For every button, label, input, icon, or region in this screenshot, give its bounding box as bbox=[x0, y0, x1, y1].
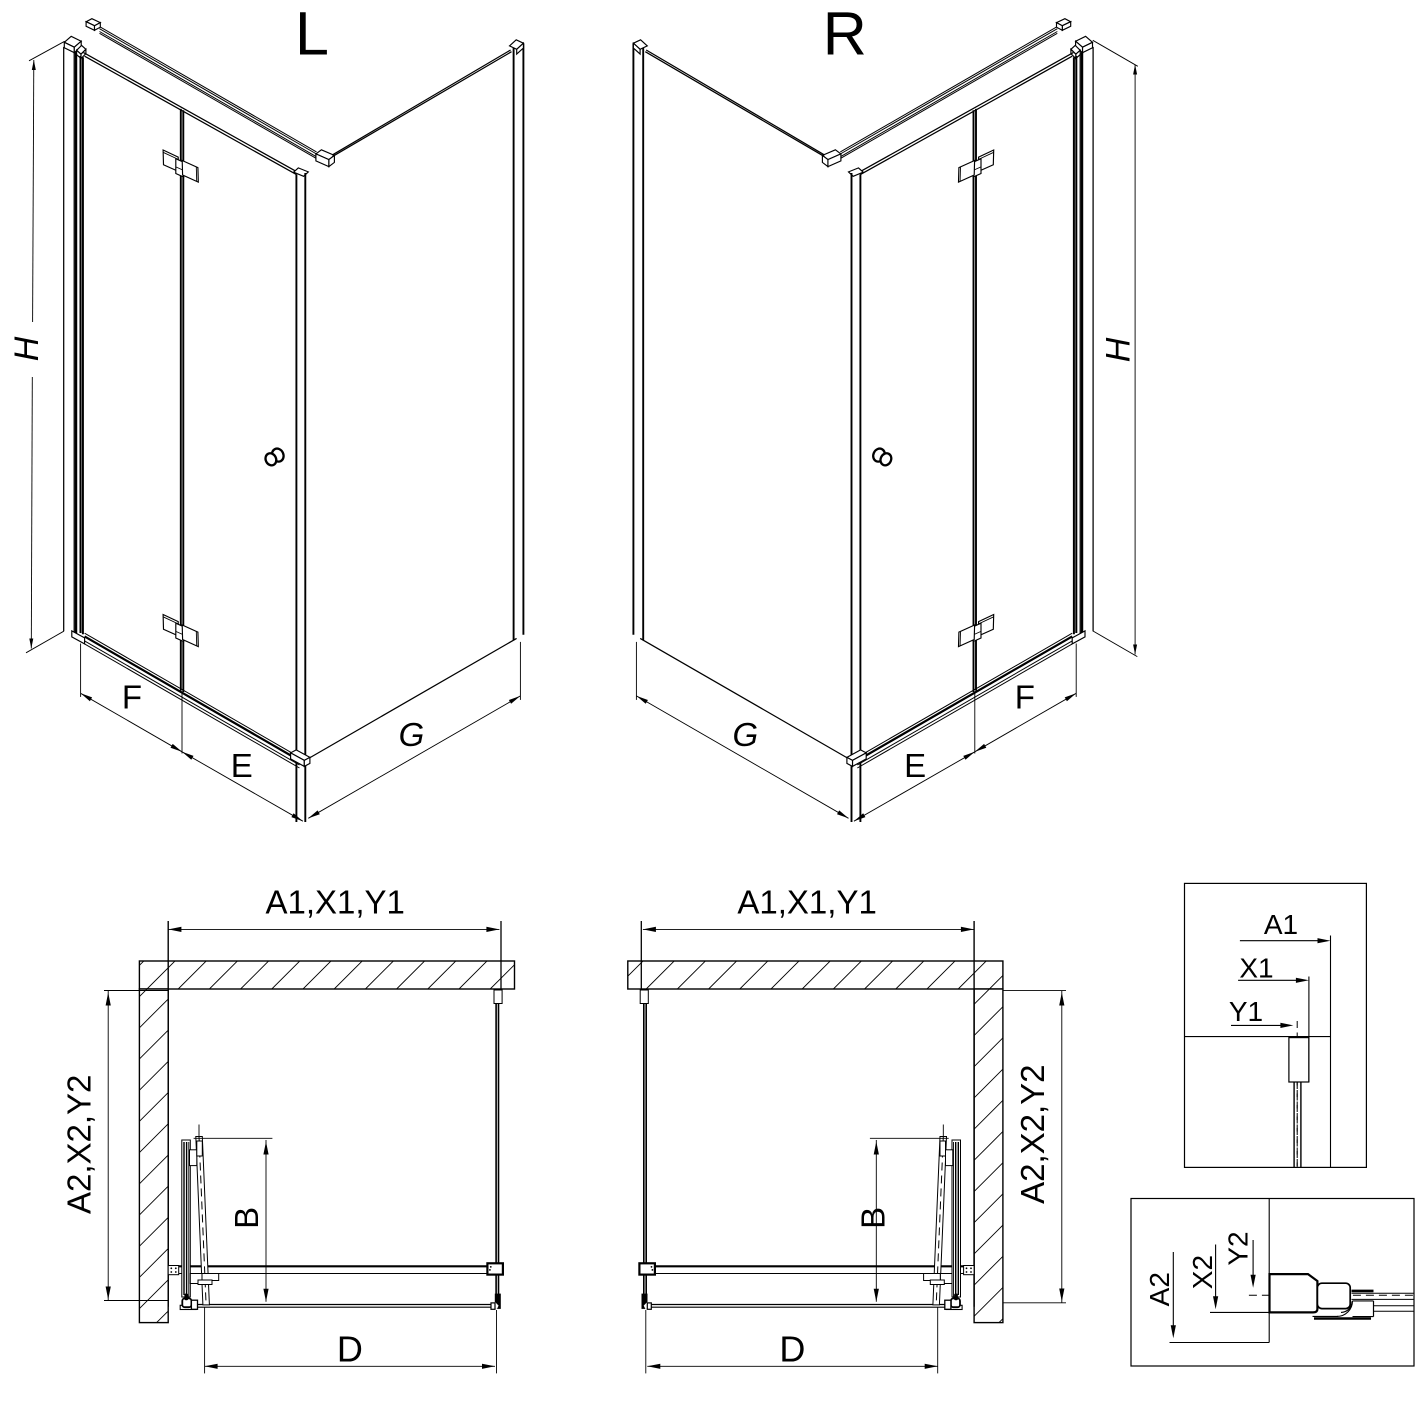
svg-text:G: G bbox=[399, 716, 425, 753]
svg-text:B: B bbox=[228, 1207, 265, 1229]
svg-text:E: E bbox=[231, 747, 253, 784]
svg-text:D: D bbox=[337, 1329, 363, 1370]
svg-text:A1,X1,Y1: A1,X1,Y1 bbox=[737, 884, 876, 921]
svg-text:H: H bbox=[8, 336, 46, 361]
svg-text:B: B bbox=[855, 1207, 892, 1229]
svg-text:L: L bbox=[295, 0, 329, 68]
svg-text:A1: A1 bbox=[1264, 909, 1298, 940]
svg-text:A2,X2,Y2: A2,X2,Y2 bbox=[61, 1075, 98, 1214]
svg-text:D: D bbox=[779, 1329, 805, 1370]
svg-text:F: F bbox=[1015, 679, 1035, 716]
svg-text:X2: X2 bbox=[1187, 1255, 1218, 1289]
svg-text:Y1: Y1 bbox=[1229, 996, 1263, 1027]
svg-text:G: G bbox=[732, 716, 758, 753]
svg-text:X1: X1 bbox=[1239, 953, 1273, 984]
svg-text:E: E bbox=[904, 747, 926, 784]
svg-text:F: F bbox=[122, 679, 142, 716]
svg-text:H: H bbox=[1100, 337, 1138, 362]
svg-text:R: R bbox=[823, 0, 867, 68]
svg-text:A2: A2 bbox=[1144, 1272, 1175, 1306]
svg-text:A2,X2,Y2: A2,X2,Y2 bbox=[1014, 1064, 1051, 1203]
svg-text:Y2: Y2 bbox=[1223, 1231, 1254, 1265]
svg-text:A1,X1,Y1: A1,X1,Y1 bbox=[265, 884, 404, 921]
